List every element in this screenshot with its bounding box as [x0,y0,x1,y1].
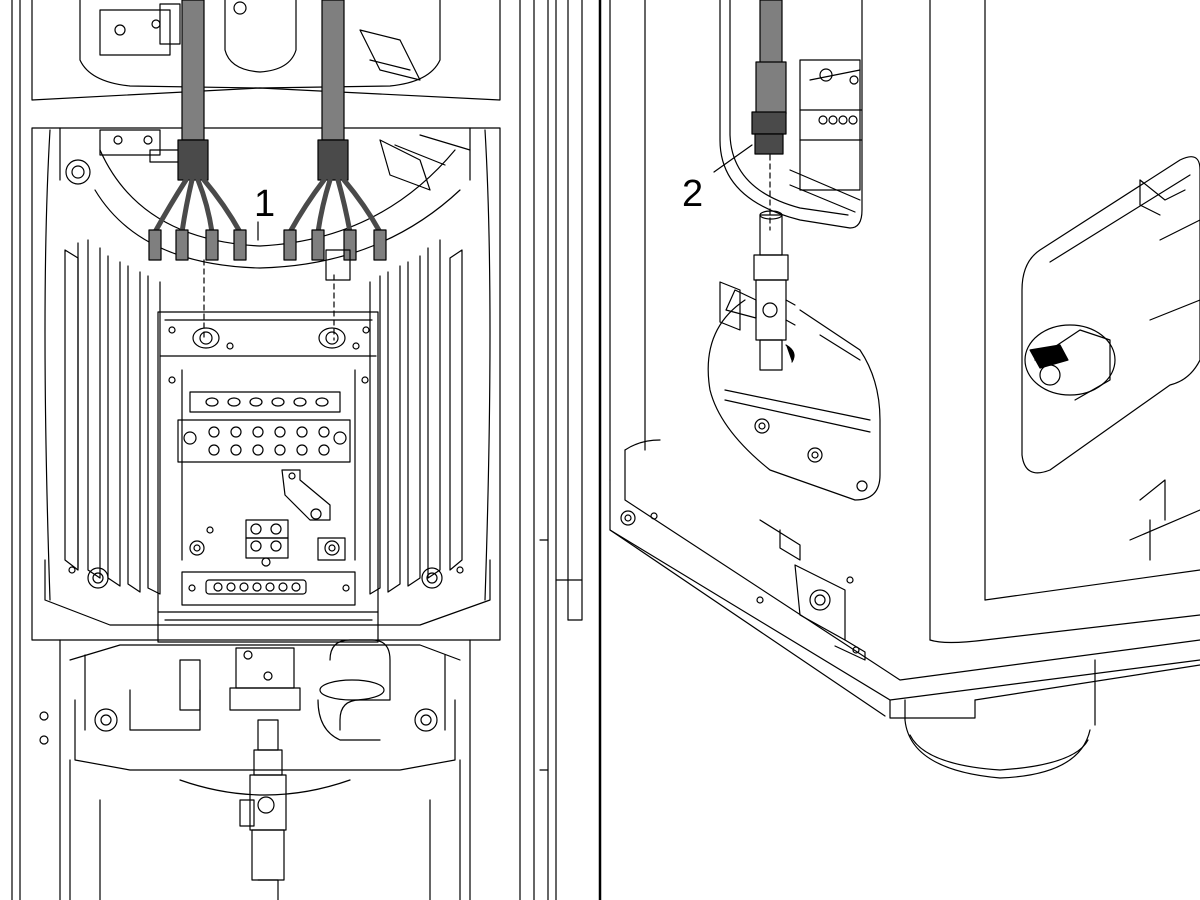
left-frame [11,0,583,900]
lower-window [707,299,881,501]
lower-housing [39,639,471,900]
side-window [1021,156,1200,474]
terminal-holes-top [205,397,329,407]
motor-body [31,127,501,641]
right-panel-column-base: 2 [609,0,1200,779]
callout-1-label: 1 [254,183,275,225]
terminal-plate [157,311,379,643]
cooling-fins-left [64,239,161,595]
base-plate [609,439,1200,779]
terminal-row [818,115,858,125]
upper-window [713,0,863,231]
terminal-screws [208,426,330,456]
callout-2-label: 2 [682,173,703,215]
terminal-holes-bottom [213,582,301,592]
drain-valve [719,210,796,371]
left-panel-motor-view: 1 [11,0,583,900]
cooling-fins-right [369,239,463,595]
top-housing [31,0,501,101]
power-cables [148,0,387,341]
